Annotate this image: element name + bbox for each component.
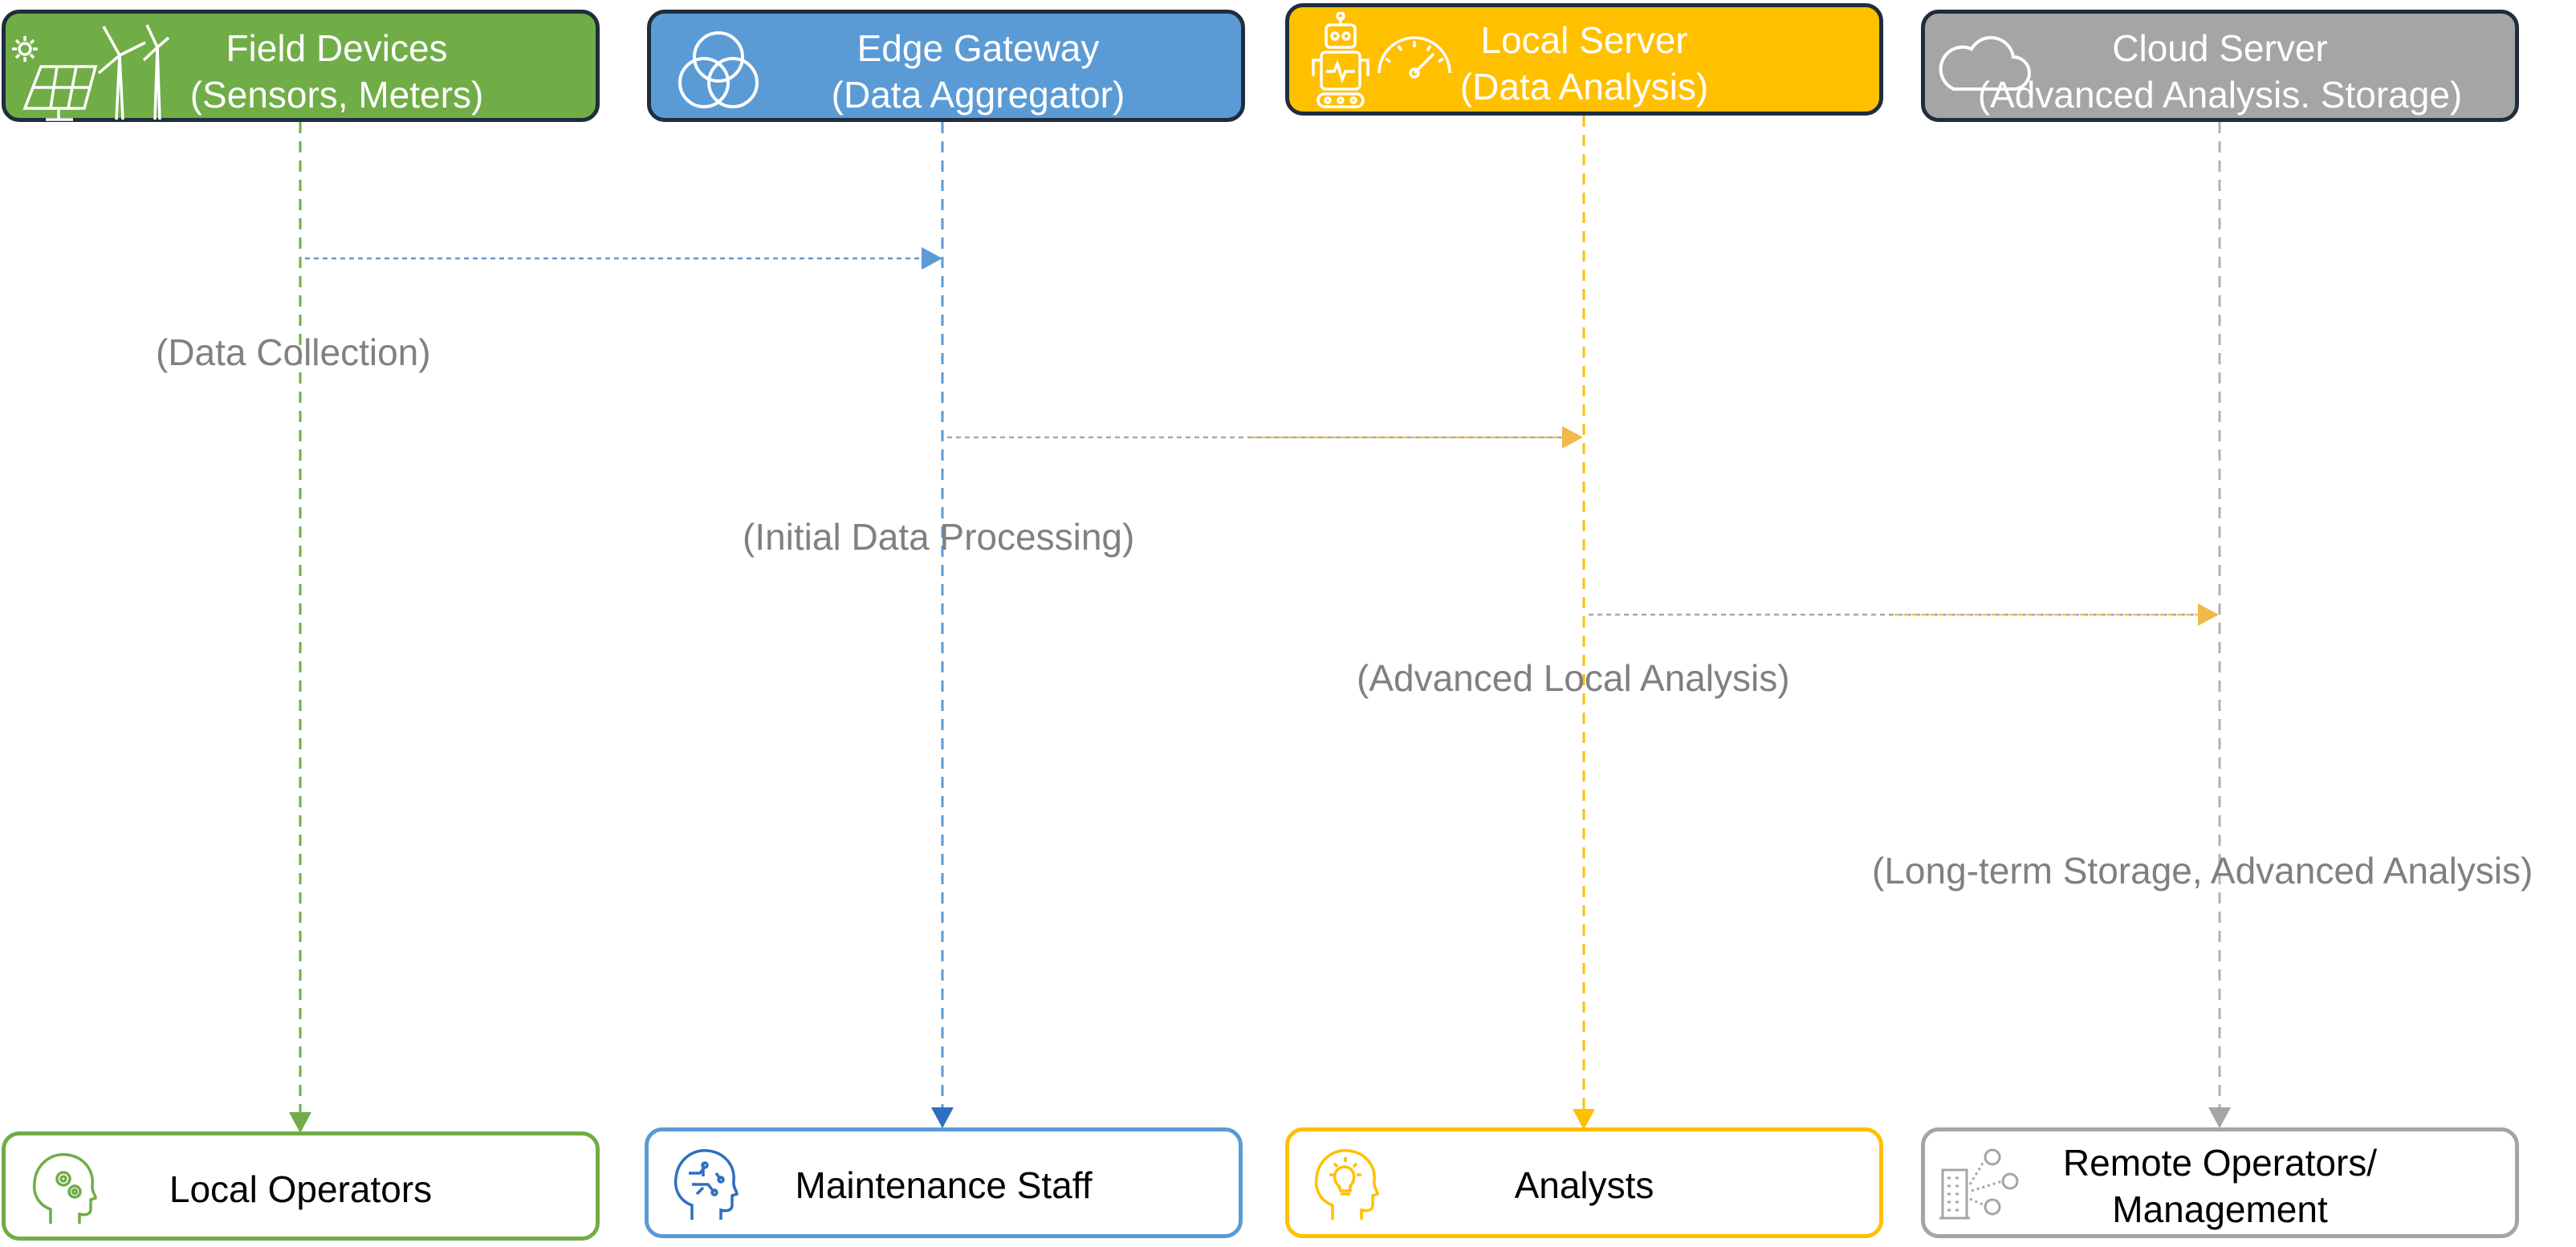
role-box-analysts: Analysts [1285, 1127, 1883, 1238]
lane-title: Field Devices [226, 27, 448, 69]
lane-subtitle: (Sensors, Meters) [189, 74, 484, 116]
cloud-icon [1939, 35, 2031, 91]
solar-wind-icon [12, 24, 169, 121]
lane-title: Edge Gateway [857, 27, 1100, 69]
venn-circles-icon [678, 31, 759, 108]
head-lightbulb-icon [1314, 1149, 1379, 1220]
building-network-icon [1939, 1148, 2019, 1220]
lane-title: Cloud Server [2112, 27, 2328, 69]
robot-gauge-icon [1312, 12, 1451, 108]
head-circuit-icon [674, 1149, 739, 1220]
role-label: Maintenance Staff [795, 1164, 1093, 1206]
lane-header-local-server: Local Server (Data Analysis) [1285, 3, 1883, 116]
step-label-initial-processing: (Initial Data Processing) [743, 516, 1135, 558]
role-box-maintenance-staff: Maintenance Staff [645, 1127, 1243, 1238]
role-label-line-2: Management [2112, 1188, 2328, 1230]
arrowhead-initial-processing [1562, 426, 1583, 449]
arrowhead-local-operators [289, 1112, 311, 1133]
lane-header-cloud-server: Cloud Server (Advanced Analysis. Storage… [1921, 10, 2519, 122]
lane-header-edge-gateway: Edge Gateway (Data Aggregator) [647, 10, 1245, 122]
lane-subtitle: (Advanced Analysis. Storage) [1977, 74, 2463, 116]
lane-subtitle: (Data Analysis) [1459, 66, 1709, 108]
step-label-long-term-storage: (Long-term Storage, Advanced Analysis) [1872, 850, 2533, 892]
role-label-line-1: Remote Operators/ [2062, 1142, 2378, 1184]
role-label: Local Operators [169, 1168, 433, 1210]
arrowhead-maintenance-staff [931, 1107, 954, 1128]
role-label: Analysts [1514, 1164, 1654, 1206]
arrowhead-remote-operators [2208, 1107, 2231, 1128]
arrowhead-analysts [1573, 1109, 1595, 1130]
role-box-local-operators: Local Operators [2, 1131, 600, 1241]
arrowhead-advanced-local [2198, 603, 2219, 626]
lane-title: Local Server [1480, 19, 1688, 61]
role-box-remote-operators: Remote Operators/ Management [1921, 1127, 2519, 1238]
arrowhead-data-collection [922, 247, 942, 270]
step-label-data-collection: (Data Collection) [156, 331, 431, 373]
lane-header-field-devices: Field Devices (Sensors, Meters) [2, 10, 600, 122]
lane-subtitle: (Data Aggregator) [831, 74, 1125, 116]
step-label-advanced-local: (Advanced Local Analysis) [1357, 657, 1790, 699]
head-gears-icon [32, 1153, 97, 1224]
